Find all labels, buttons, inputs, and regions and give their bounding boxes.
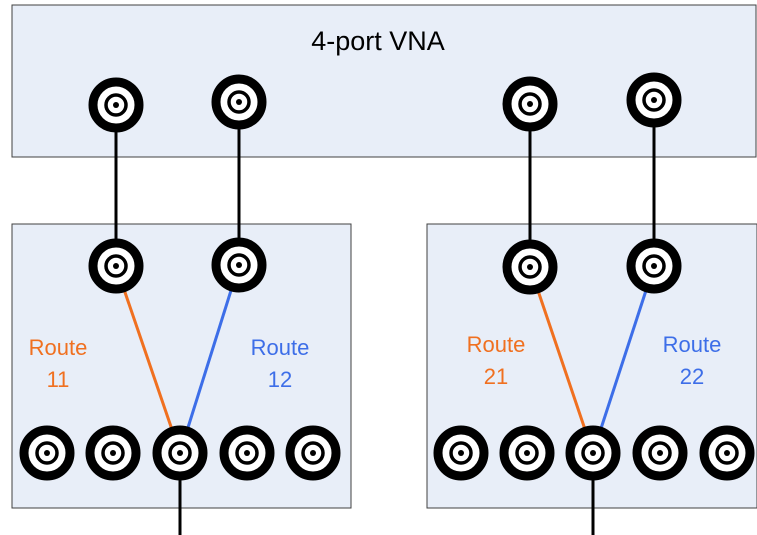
right-switch-common-port [565, 425, 621, 481]
route-11-number: 11 [47, 367, 70, 392]
route-21-line [528, 266, 595, 454]
route-22-name: Route [663, 332, 722, 357]
vna-port-2 [211, 74, 267, 130]
route-21-label: Route 21 [467, 332, 526, 389]
left-switch-output-port-5 [285, 425, 341, 481]
route-22-number: 22 [680, 364, 704, 389]
vna-panel [11, 4, 757, 158]
left-switch-output-port-1 [19, 425, 75, 481]
left-switch-common-port [152, 425, 208, 481]
route-11-label: Route 11 [29, 335, 88, 392]
left-switch-output-port-4 [219, 425, 275, 481]
vna-port-1 [88, 77, 144, 133]
route-22-label: Route 22 [663, 332, 722, 389]
right-switch-output-port-2 [499, 425, 555, 481]
route-12-number: 12 [268, 367, 292, 392]
left-switch-output-port-2 [85, 425, 141, 481]
vna-port-4 [626, 72, 682, 128]
route-12-label: Route 12 [251, 335, 310, 392]
route-21-number: 21 [484, 364, 508, 389]
route-12-name: Route [251, 335, 310, 360]
left-switch-input-port-1 [88, 238, 144, 294]
vna-title: 4-port VNA [311, 26, 445, 56]
route-21-name: Route [467, 332, 526, 357]
route-12-line [178, 264, 241, 454]
route-11-line [114, 265, 182, 454]
right-switch-input-port-1 [502, 239, 558, 295]
left-switch-input-port-2 [211, 237, 267, 293]
routes [114, 264, 656, 454]
route-11-name: Route [29, 335, 88, 360]
vna-port-3 [502, 76, 558, 132]
route-22-line [591, 265, 656, 454]
right-switch-output-port-5 [699, 425, 755, 481]
right-switch-output-port-4 [632, 425, 688, 481]
right-switch-input-port-2 [626, 238, 682, 294]
right-switch-output-port-1 [433, 425, 489, 481]
